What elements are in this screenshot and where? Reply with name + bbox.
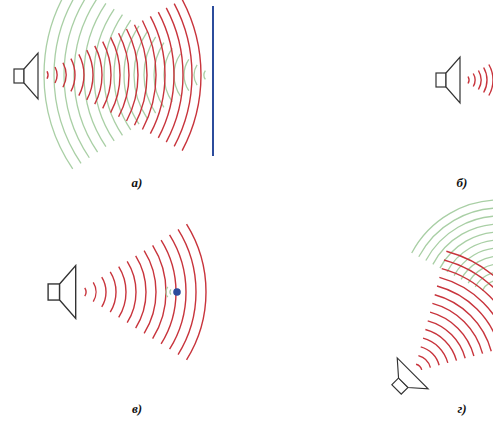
reflected-wave-arc (64, 0, 89, 158)
incident-wave-arc (421, 347, 439, 365)
incident-wave-arc (430, 312, 474, 356)
reflected-wave-arc (144, 37, 156, 113)
incident-wave-arc (439, 277, 493, 346)
speaker-cone (60, 266, 76, 319)
reflected-wave (44, 0, 205, 169)
incident-wave-arc (418, 356, 430, 368)
outgoing-wave (468, 62, 493, 99)
incident-wave (416, 251, 493, 370)
incident-wave-arc (119, 33, 129, 117)
outgoing-wave-arc (467, 77, 469, 84)
panel-label: б) (457, 175, 468, 191)
incident-wave-arc (423, 338, 448, 363)
speaker-cone (388, 358, 428, 398)
incident-wave-arc (416, 364, 422, 370)
incident-wave (85, 224, 206, 360)
incident-wave-arc (144, 251, 156, 334)
outgoing-wave-arc (489, 65, 493, 96)
incident-wave-arc (127, 261, 136, 322)
reflected-wave-arc (419, 208, 493, 257)
incident-wave-arc (158, 12, 174, 138)
reflected-wave-arc (412, 200, 493, 253)
incident-wave-arc (150, 16, 165, 133)
incident-wave-arc (153, 245, 166, 338)
incident-wave-arc (119, 267, 126, 318)
reflected-wave-arc (174, 54, 180, 97)
incident-wave-arc (166, 8, 183, 142)
reflected-wave-arc (54, 0, 81, 163)
incident-wave-arc (428, 321, 465, 358)
reflected-wave-arc (84, 3, 106, 146)
reflected-wave-arc (134, 31, 147, 118)
incident-wave (47, 0, 201, 151)
loudspeaker-symbol (14, 53, 38, 99)
loudspeaker-symbol (381, 358, 428, 405)
panel-label: в) (132, 401, 142, 417)
incident-wave-arc (435, 295, 492, 352)
speaker-body (436, 73, 446, 87)
outgoing-wave-arc (484, 68, 487, 93)
reflected-wave-arc (440, 232, 493, 268)
incident-wave-arc (85, 288, 86, 296)
panel-label: г) (457, 401, 466, 417)
incident-wave-arc (93, 282, 96, 301)
scattered-wave-arc (169, 289, 171, 294)
reflected-wave-arc (74, 0, 98, 152)
reflected-wave-arc (184, 59, 189, 90)
incident-wave-arc (142, 21, 156, 130)
incident-wave-arc (187, 224, 206, 360)
speaker-body (48, 284, 59, 300)
reflected-wave-arc (94, 9, 114, 141)
incident-wave-arc (111, 37, 120, 112)
incident-wave-arc (182, 0, 201, 151)
incident-wave-arc (170, 235, 186, 349)
outgoing-wave-arc (478, 71, 481, 90)
loudspeaker-symbol (48, 266, 76, 319)
reflected-wave-arc (204, 71, 205, 80)
panel-label: а) (132, 175, 143, 191)
scattered-wave (166, 287, 171, 297)
outgoing-wave-arc (473, 74, 475, 87)
wall (212, 6, 214, 156)
incident-wave-arc (446, 251, 493, 339)
incident-wave-arc (95, 46, 102, 104)
incident-wave-arc (102, 277, 106, 307)
reflected-wave-arc (447, 240, 493, 272)
small-obstacle (173, 288, 181, 296)
reflected-wave-arc (44, 0, 73, 169)
incident-wave-arc (174, 4, 192, 147)
loudspeaker-symbol (436, 57, 460, 103)
reflected-wave-arc (194, 65, 197, 85)
incident-wave-arc (87, 50, 93, 100)
scattered-wave-arc (166, 287, 168, 297)
incident-wave-arc (437, 286, 493, 349)
speaker-cone (24, 53, 38, 99)
reflected-wave-arc (104, 15, 122, 136)
incident-wave-arc (127, 29, 138, 121)
incident-wave-arc (444, 260, 493, 342)
reflected-wave-arc (433, 224, 493, 264)
incident-wave-arc (63, 63, 66, 87)
reflected-wave-arc (124, 26, 139, 124)
incident-wave-arc (79, 54, 84, 95)
speaker-cone (446, 57, 460, 103)
reflected-wave-arc (114, 20, 131, 130)
incident-wave-arc (136, 256, 146, 328)
incident-wave-arc (55, 67, 57, 83)
incident-wave-arc (110, 272, 116, 312)
incident-wave-arc (71, 59, 75, 92)
incident-wave-arc (432, 303, 482, 353)
speaker-body (14, 69, 24, 83)
incident-wave-arc (103, 42, 111, 109)
incident-wave-arc (134, 25, 147, 125)
incident-wave-arc (46, 71, 48, 79)
